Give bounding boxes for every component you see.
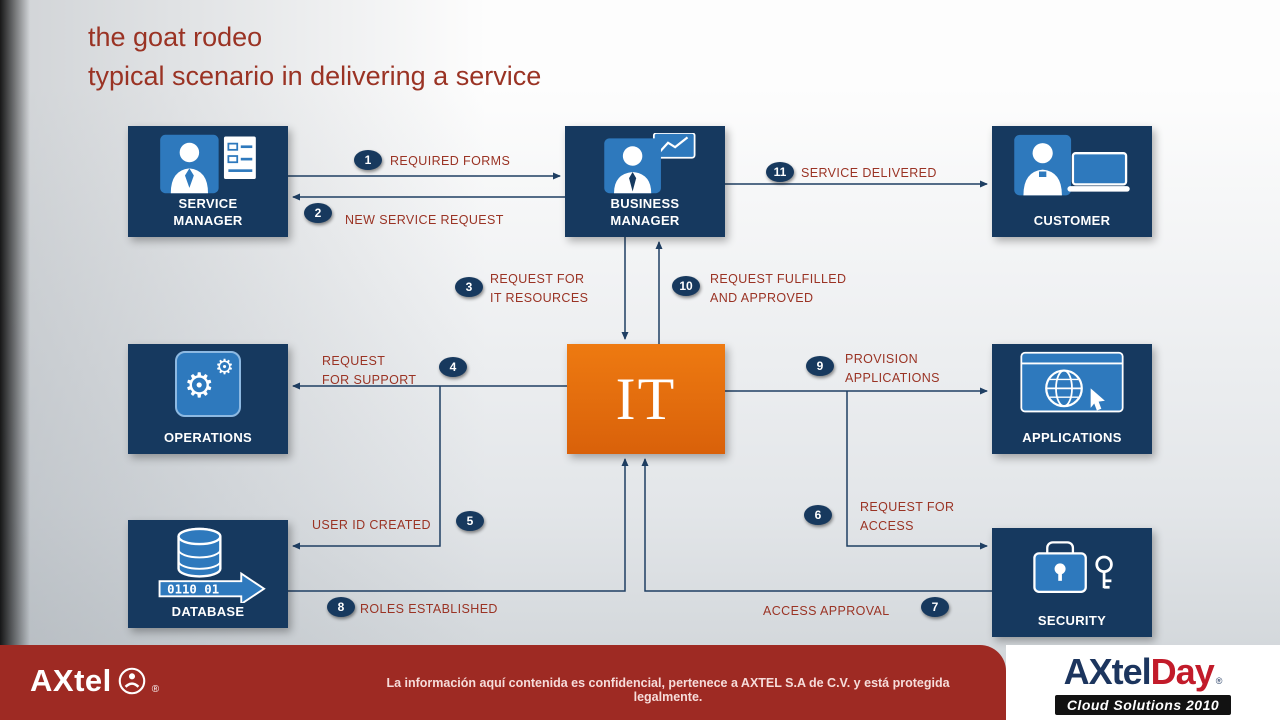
customer-icon: [1014, 134, 1130, 196]
node-service-manager-label: SERVICE MANAGER: [173, 196, 243, 228]
gear-icon: ⚙: [184, 366, 215, 406]
step-badge-4: 4: [439, 357, 467, 377]
node-operations: ⚙ ⚙ OPERATIONS: [128, 344, 288, 454]
gear-icon: ⚙: [215, 355, 234, 379]
step-badge-10: 10: [672, 276, 700, 296]
step-label-request-fulfilled: REQUEST FULFILLED AND APPROVED: [710, 272, 847, 305]
step-badge-5: 5: [456, 511, 484, 531]
step-label-request-it-resources: REQUEST FOR IT RESOURCES: [490, 272, 589, 305]
node-operations-label: OPERATIONS: [164, 430, 252, 445]
step-label-request-for-support: REQUEST FOR SUPPORT: [322, 354, 417, 387]
cloud-solutions-tagline: Cloud Solutions 2010: [1054, 694, 1232, 715]
title-line-1: the goat rodeo: [88, 22, 263, 52]
step-badge-11: 11: [766, 162, 794, 182]
step-label-access-approval: ACCESS APPROVAL: [763, 604, 890, 618]
node-customer-label: CUSTOMER: [1033, 213, 1111, 228]
confidentiality-disclaimer: La información aquí contenida es confide…: [386, 676, 950, 704]
node-security: SECURITY: [992, 528, 1152, 637]
axtelday-brand-text: AXtel: [1063, 650, 1152, 692]
step-badge-6: 6: [804, 505, 832, 525]
step-badge-7: 7: [921, 597, 949, 617]
node-database-label: DATABASE: [171, 604, 245, 619]
registered-mark: ®: [151, 684, 160, 695]
node-applications: APPLICATIONS: [992, 344, 1152, 454]
title-line-2: typical scenario in delivering a service: [88, 61, 542, 91]
registered-mark: ®: [1215, 675, 1223, 686]
node-applications-label: APPLICATIONS: [1022, 430, 1122, 445]
business-manager-icon: [604, 133, 696, 194]
axtel-figure-icon: [118, 667, 146, 695]
slide-title: the goat rodeo typical scenario in deliv…: [88, 18, 541, 96]
step-label-roles-established: ROLES ESTABLISHED: [360, 602, 498, 616]
node-security-label: SECURITY: [1037, 613, 1107, 628]
node-it: IT: [567, 344, 725, 454]
step-badge-1: 1: [354, 150, 382, 170]
step-badge-3: 3: [455, 277, 483, 297]
security-lock-icon: [1033, 541, 1113, 593]
step-badge-8: 8: [327, 597, 355, 617]
axtel-logo: AXtel ®: [30, 663, 159, 699]
axtelday-logo-panel: AXtel Day ® Cloud Solutions 2010: [1006, 645, 1280, 720]
node-service-manager: SERVICE MANAGER: [128, 126, 288, 237]
axtelday-logo: AXtel Day ®: [1064, 651, 1223, 693]
step-label-service-delivered: SERVICE DELIVERED: [801, 166, 937, 180]
left-dark-strip: [0, 0, 30, 648]
footer-red-bar: AXtel ® La información aquí contenida es…: [0, 645, 1006, 720]
database-icon: 0110 01: [158, 527, 266, 603]
node-business-manager-label: BUSINESS MANAGER: [610, 196, 680, 228]
node-it-label: IT: [615, 365, 677, 432]
operations-icon: ⚙ ⚙: [175, 351, 241, 417]
service-manager-icon: [160, 134, 256, 194]
step-label-user-id-created: USER ID CREATED: [312, 518, 431, 532]
step-badge-2: 2: [304, 203, 332, 223]
axtelday-suffix-text: Day: [1150, 650, 1215, 692]
node-business-manager: BUSINESS MANAGER: [565, 126, 725, 237]
step-label-new-service-request: NEW SERVICE REQUEST: [345, 213, 504, 227]
step-label-required-forms: REQUIRED FORMS: [390, 154, 511, 168]
step-badge-9: 9: [806, 356, 834, 376]
applications-globe-icon: [1020, 351, 1124, 413]
step-label-request-for-access: REQUEST FOR ACCESS: [860, 500, 955, 533]
node-database: 0110 01 DATABASE: [128, 520, 288, 628]
axtel-logo-text: AXtel: [30, 663, 112, 698]
step-label-provision-applications: PROVISION APPLICATIONS: [845, 352, 940, 385]
database-binary-text: 0110 01: [167, 583, 219, 597]
node-customer: CUSTOMER: [992, 126, 1152, 237]
footer: AXtel ® La información aquí contenida es…: [0, 645, 1280, 720]
